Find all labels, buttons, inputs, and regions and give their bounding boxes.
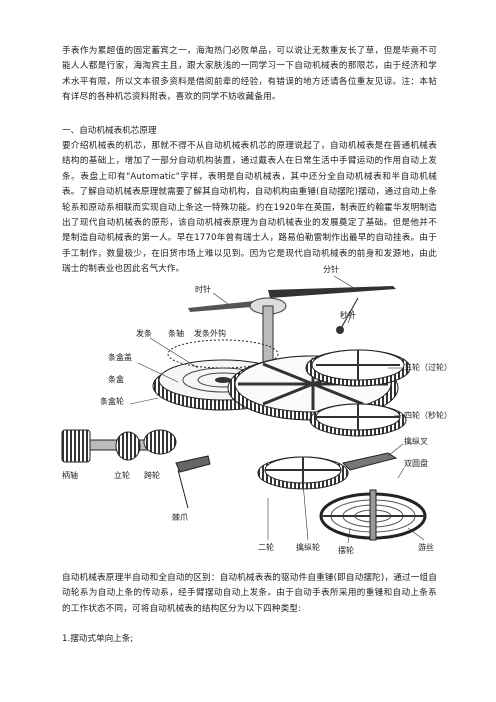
types-intro-paragraph: 自动机械表原理半自动和全自动的区别：自动机械表表的驱动件自重锤(即自动摆陀)，通… (62, 573, 437, 614)
label-spring-hook: 发条外钩 (194, 328, 226, 338)
label-arbor: 条轴 (168, 328, 184, 338)
label-barrel-cover: 条盒盖 (108, 352, 132, 362)
section-title: 一、自动机械表机芯原理 (62, 126, 157, 136)
label-crown-wheel: 立轮 (114, 470, 130, 480)
minute-hand-shape (268, 286, 396, 298)
pallet-fork-shape (342, 452, 398, 471)
second-hand-shape (336, 297, 359, 334)
label-double-roller: 双圆盘 (404, 458, 428, 468)
label-barrel: 条盒 (108, 374, 124, 384)
click-shape (175, 455, 211, 509)
intro-paragraph: 手表作为累超值的固定蓄宾之一，海淘热门必败单品，可以说让无数重友长了草，但是毕竟… (62, 46, 437, 103)
label-click: 棘爪 (172, 513, 188, 522)
balance-wheel-shape (319, 489, 427, 541)
label-hour-hand: 时针 (195, 284, 211, 294)
label-third-wheel: 三轮（过轮） (404, 362, 450, 372)
label-escape-wheel: 擒纵轮 (296, 542, 320, 552)
label-fourth-wheel: 四轮（秒轮） (404, 410, 450, 420)
label-pallet-fork: 擒纵叉 (404, 436, 428, 446)
third-wheel-shape (305, 349, 411, 387)
label-second-wheel: 二轮 (258, 542, 274, 552)
label-winding-stem: 柄轴 (62, 470, 78, 480)
escape-wheel-shape (257, 456, 349, 490)
principle-paragraph: 要介绍机械表的机芯，那就不得不从自动机械表机芯的原理说起了，自动机械表是在普通机… (62, 141, 437, 275)
label-barrel-wheel: 条盒轮 (100, 396, 124, 406)
fourth-wheel-shape (309, 403, 407, 437)
label-minute-hand: 分针 (323, 264, 339, 274)
winding-stem-shape (61, 429, 177, 463)
label-clutch-wheel: 跨轮 (144, 470, 160, 480)
label-hairspring: 游丝 (418, 542, 434, 552)
type-1-item: 1.摆动式单向上条; (62, 634, 134, 644)
label-balance-wheel: 摆轮 (338, 545, 354, 555)
cannon-pinion-shape (249, 297, 287, 377)
hour-hand-shape (188, 300, 264, 312)
label-mainspring: 发条 (136, 328, 152, 338)
movement-diagram: 分针 时针 秒针 发条 条轴 发条外钩 条盒盖 条盒 条盒轮 三轮（过轮） 四轮… (61, 264, 450, 555)
label-second-hand: 秒针 (340, 310, 356, 320)
